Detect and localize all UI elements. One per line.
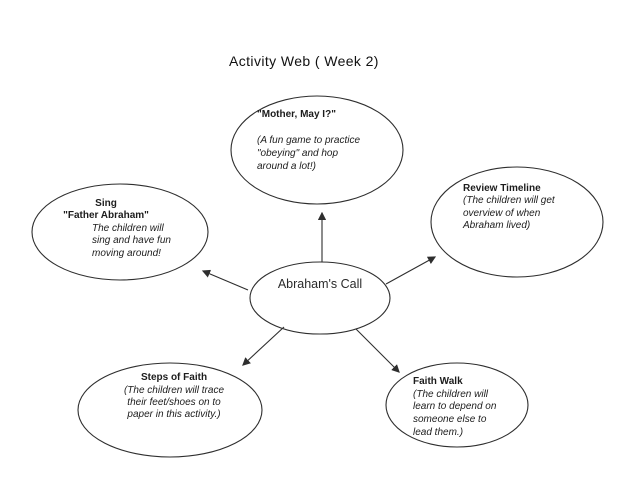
arrow-center-to-sing xyxy=(201,269,249,291)
node-line: their feet/shoes on to xyxy=(127,396,221,408)
node-line: moving around! xyxy=(92,247,161,259)
node-description: The children will sing and have fun movi… xyxy=(92,223,171,260)
ellipse-steps-of-faith xyxy=(77,362,263,458)
ellipse-review-timeline xyxy=(430,166,604,278)
ellipse-abrahams-call xyxy=(249,261,391,335)
node-description: (A fun game to practice "obeying" and ho… xyxy=(257,134,360,173)
ellipse-mother-may-i xyxy=(230,95,404,205)
node-heading: Steps of Faith xyxy=(140,372,208,383)
node-mother-may-i: "Mother, May I?" (A fun game to practice… xyxy=(257,108,360,173)
node-line: Abraham lived) xyxy=(463,220,531,232)
node-heading: Sing xyxy=(95,198,117,209)
page-title: Activity Web ( Week 2) xyxy=(229,53,379,69)
ellipse-faith-walk xyxy=(385,362,529,448)
node-line: (The children will get xyxy=(463,195,555,206)
node-heading: Faith Walk xyxy=(413,376,463,387)
node-line: (A fun game to practice xyxy=(257,135,361,146)
arrow-center-to-steps-of-faith xyxy=(242,326,285,366)
ellipse-sing-father-abraham xyxy=(31,183,209,281)
node-description: (The children will trace their feet/shoe… xyxy=(90,385,258,422)
node-description: (The children will learn to depend on so… xyxy=(413,389,496,440)
node-abrahams-call: Abraham's Call xyxy=(277,277,363,291)
node-faith-walk: Faith Walk (The children will learn to d… xyxy=(413,376,496,440)
node-heading: Review Timeline xyxy=(463,183,541,194)
node-line: overview of when xyxy=(463,207,541,219)
node-line: paper in this activity.) xyxy=(127,409,221,421)
node-subheading: "Father Abraham" xyxy=(63,209,149,221)
node-line: around a lot!) xyxy=(257,161,316,172)
node-line: "obeying" and hop xyxy=(257,148,339,159)
node-sing-father-abraham: Sing "Father Abraham" The children will … xyxy=(58,198,171,260)
node-line: lead them.) xyxy=(413,426,464,438)
node-line: sing and have fun xyxy=(92,235,171,247)
arrow-center-to-faith-walk xyxy=(355,328,400,373)
node-review-timeline: Review Timeline (The children will get o… xyxy=(463,183,555,233)
node-line: someone else to xyxy=(413,414,487,426)
node-description: (The children will get overview of when … xyxy=(463,195,555,233)
node-steps-of-faith: Steps of Faith (The children will trace … xyxy=(90,372,258,422)
node-line: (The children will xyxy=(413,388,489,400)
node-heading: "Mother, May I?" xyxy=(257,109,336,120)
node-line: (The children will trace xyxy=(123,384,225,396)
node-line: learn to depend on xyxy=(413,401,497,413)
node-line: The children will xyxy=(92,223,164,234)
arrow-center-to-review-timeline xyxy=(385,256,437,285)
